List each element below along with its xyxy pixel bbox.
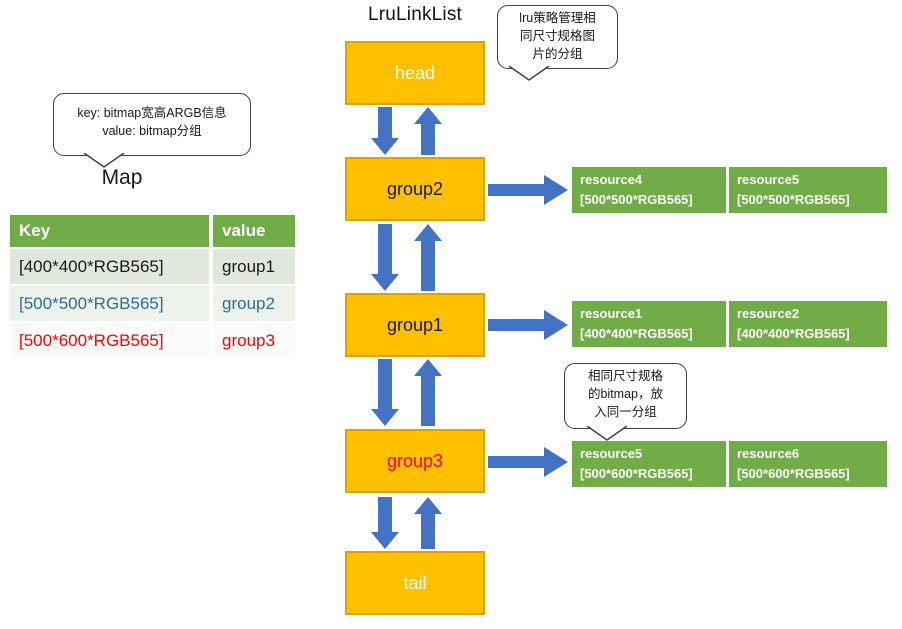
resource-spec: [400*400*RGB565] (737, 326, 850, 342)
callout-same-size-group: 相同尺寸规格 的bitmap，放 入同一分组 (564, 363, 687, 441)
arrow-up-group3-to-group1 (414, 359, 442, 426)
callout-map-line: key: bitmap宽高ARGB信息 (77, 106, 227, 120)
resource-spec: [500*500*RGB565] (737, 192, 850, 208)
arrow-group2-to-resources (488, 175, 568, 205)
resource-name: resource6 (737, 446, 800, 461)
callout-tail (508, 66, 550, 81)
resource-spec: [500*600*RGB565] (580, 466, 693, 482)
table-header-value: value (213, 215, 295, 247)
resource-name: resource5 (737, 172, 800, 187)
arrow-up-group2-to-head (414, 107, 442, 155)
resource-spec: [500*600*RGB565] (737, 466, 850, 482)
map-title: Map (101, 166, 143, 189)
arrow-group3-to-resources (488, 447, 568, 477)
resource-box: resource1 [400*400*RGB565] (572, 301, 726, 347)
node-group3: group3 (345, 429, 485, 493)
node-group1: group1 (345, 293, 485, 357)
table-header-key: Key (10, 215, 209, 247)
table-cell-key: [400*400*RGB565] (10, 249, 209, 284)
resource-box: resource5 [500*500*RGB565] (729, 167, 887, 213)
node-head: head (345, 41, 485, 105)
arrow-up-tail-to-group3 (414, 497, 442, 549)
arrow-up-group1-to-group2 (414, 224, 442, 291)
table-cell-key: [500*600*RGB565] (10, 323, 209, 358)
resource-name: resource4 (580, 172, 643, 187)
table-cell-key: [500*500*RGB565] (10, 286, 209, 321)
node-group2: group2 (345, 157, 485, 221)
resource-name: resource2 (737, 306, 800, 321)
callout-same-size-line: 的bitmap，放 (587, 386, 664, 401)
callout-tail (586, 426, 628, 441)
callout-map-line: value: bitmap分组 (102, 123, 202, 138)
map-table: Key value [400*400*RGB565] group1 [500*5… (10, 215, 295, 358)
callout-lru-strategy-line: lru策略管理相 (519, 11, 596, 25)
resource-spec: [500*500*RGB565] (580, 192, 693, 208)
resource-box: resource6 [500*600*RGB565] (729, 441, 887, 487)
resource-box: resource5 [500*600*RGB565] (572, 441, 726, 487)
callout-lru-strategy: lru策略管理相 同尺寸规格图 片的分组 (497, 5, 618, 81)
arrow-down-group2-to-group1 (371, 224, 399, 291)
table-cell-value: group1 (213, 249, 295, 284)
arrow-group1-to-resources (488, 310, 568, 340)
resource-name: resource1 (580, 306, 643, 321)
callout-same-size-line: 入同一分组 (594, 404, 657, 419)
resource-box: resource4 [500*500*RGB565] (572, 167, 726, 213)
callout-tail (83, 153, 125, 168)
resource-name: resource5 (580, 446, 643, 461)
resource-box: resource2 [400*400*RGB565] (729, 301, 887, 347)
table-cell-value: group3 (213, 323, 295, 358)
callout-lru-strategy-line: 同尺寸规格图 (519, 28, 595, 43)
arrow-down-group3-to-tail (371, 497, 399, 549)
resource-spec: [400*400*RGB565] (580, 326, 693, 342)
node-tail: tail (345, 551, 485, 615)
callout-same-size-line: 相同尺寸规格 (587, 369, 663, 383)
callout-lru-strategy-line: 片的分组 (532, 46, 583, 61)
page-title: LruLinkList (367, 4, 463, 25)
arrow-down-head-to-group2 (371, 107, 399, 155)
table-cell-value: group2 (213, 286, 295, 321)
callout-map-key-value: key: bitmap宽高ARGB信息 value: bitmap分组 (53, 93, 251, 168)
arrow-down-group1-to-group3 (371, 359, 399, 426)
